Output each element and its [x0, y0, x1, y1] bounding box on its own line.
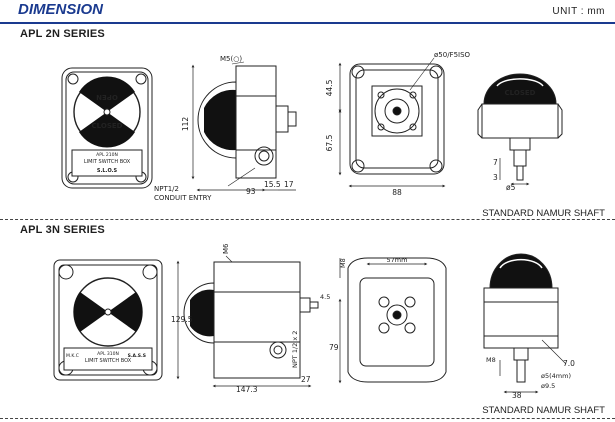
- apl3n-plate-model: APL 310N: [97, 351, 119, 357]
- apl2n-shaft-dia: ø5: [506, 183, 516, 192]
- apl2n-closed-label: CLOSED: [92, 122, 123, 130]
- page-title: DIMENSION: [18, 1, 104, 18]
- series-heading-apl3n: APL 3N SERIES: [20, 224, 105, 236]
- title-underline: [0, 22, 615, 24]
- apl2n-shaft-len-dim: 17: [284, 180, 294, 189]
- apl2n-width-dim: 93: [246, 187, 256, 196]
- apl3n-offset-dim: 27: [301, 375, 311, 384]
- apl2n-top-offset-dim: 44.5: [325, 79, 334, 96]
- apl3n-height-dim: 129.5: [171, 315, 193, 324]
- apl2n-bottom-view: [338, 57, 446, 188]
- namur-caption-apl3n: STANDARD NAMUR SHAFT: [482, 405, 605, 416]
- unit-label: UNIT : mm: [552, 6, 605, 17]
- apl2n-shaft-view: [477, 73, 563, 186]
- apl2n-thread-label: M5(○): [220, 55, 242, 63]
- apl3n-shaft-view: [483, 253, 567, 394]
- apl3n-shaft-dim: 4.5: [320, 293, 330, 301]
- apl2n-shaft-dim: 15.5: [264, 180, 281, 189]
- apl2n-height-dim: 112: [181, 117, 190, 132]
- apl3n-depth-dim: 79: [329, 343, 339, 352]
- apl2n-indicator-label: CLOSED: [505, 89, 536, 97]
- apl3n-conduit-label: NPT 1/2 x 2: [291, 331, 299, 368]
- apl3n-shaft-dia: ø5(4mm): [541, 372, 571, 380]
- apl2n-mount-label: ø50/F5ISO: [434, 51, 471, 59]
- apl2n-base-width-dim: 88: [392, 188, 402, 197]
- apl3n-width-dim: 147.3: [236, 385, 258, 394]
- apl2n-brand: S.L.O.S: [97, 168, 118, 174]
- series-heading-apl2n: APL 2N SERIES: [20, 28, 105, 40]
- apl3n-shaft-dia-outer: ø9.5: [541, 382, 555, 390]
- apl2n-bottom-offset-dim: 67.5: [325, 134, 334, 151]
- apl3n-shaft-thread-label: M8: [486, 356, 496, 364]
- apl3n-brand: S.A.S.S: [128, 353, 146, 359]
- apl3n-front-view: [53, 259, 163, 381]
- apl3n-plate-title: LIMIT SWITCH BOX: [85, 358, 132, 364]
- apl2n-plate-title: LIMIT SWITCH BOX: [84, 159, 131, 165]
- apl3n-tag: M.K.C: [66, 353, 79, 359]
- apl3n-bottom-thread-label: M8: [339, 258, 347, 268]
- namur-caption-apl2n: STANDARD NAMUR SHAFT: [482, 208, 605, 219]
- section-divider-top: [0, 219, 615, 220]
- apl2n-open-label: OPEN: [96, 93, 118, 101]
- section-divider-bottom: [0, 418, 615, 419]
- apl2n-conduit-label-2: CONDUIT ENTRY: [154, 194, 212, 202]
- apl2n-plate-model: APL 210N: [96, 152, 118, 158]
- apl3n-shaft-base-dim: 38: [512, 391, 522, 400]
- apl2n-conduit-label-1: NPT1/2: [154, 185, 179, 193]
- apl2n-shaft-dim-7: 7: [493, 158, 498, 167]
- apl3n-thread-label: M6: [222, 243, 230, 254]
- apl3n-side-view: [176, 255, 319, 388]
- apl3n-shaft-dim-7: 7.0: [563, 359, 575, 368]
- apl2n-shaft-dim-3: 3: [493, 173, 498, 182]
- apl2n-front-view: [61, 67, 153, 189]
- apl3n-bolt-spacing-dim: 57mm: [387, 256, 408, 264]
- apl3n-bottom-view: [338, 257, 447, 384]
- apl2n-side-view: [191, 61, 297, 192]
